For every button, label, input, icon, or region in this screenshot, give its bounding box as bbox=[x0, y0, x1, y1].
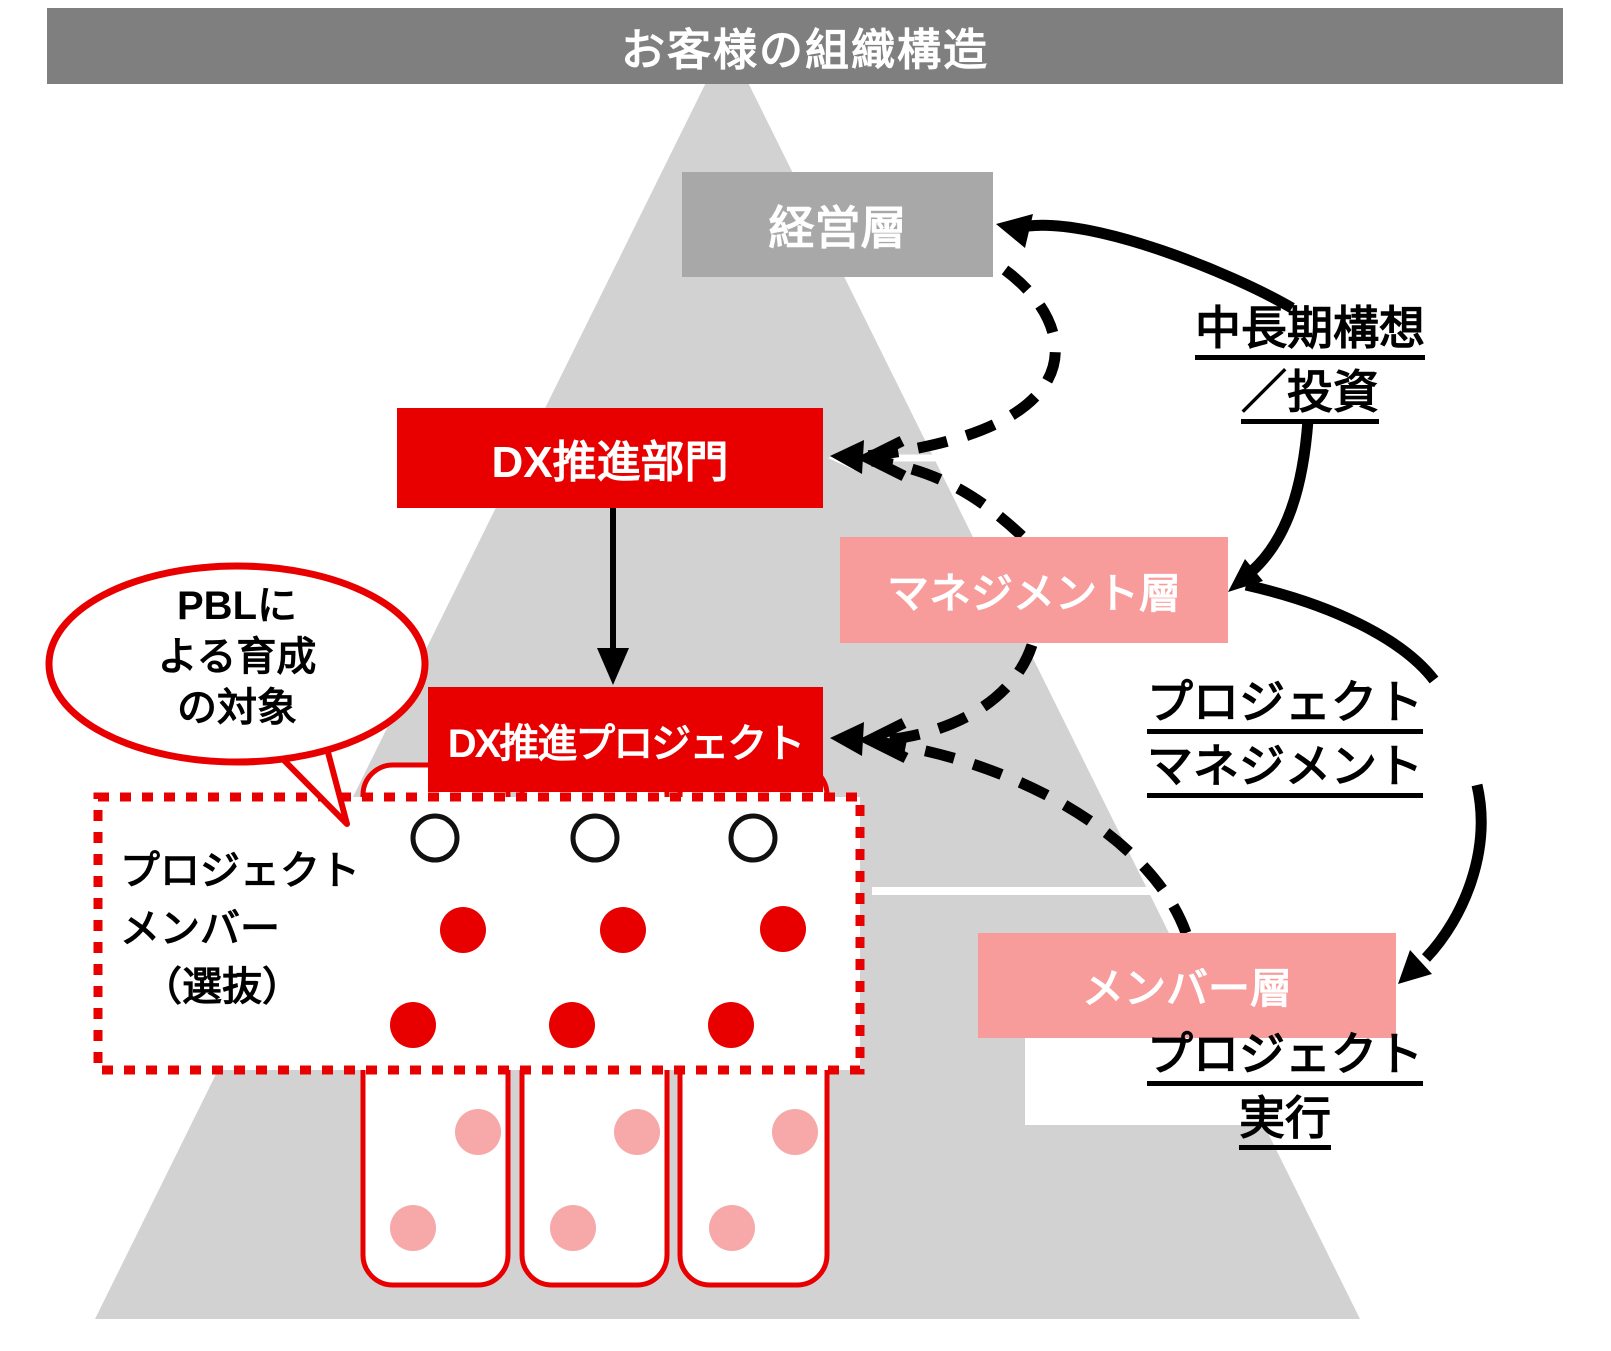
dx-department-box: DX推進部門 bbox=[397, 408, 823, 508]
project-management-line2: マネジメント bbox=[1147, 740, 1423, 798]
red-member-dot bbox=[600, 907, 646, 953]
pink-member-dot bbox=[709, 1205, 755, 1251]
arrow-to-management-curve bbox=[1247, 419, 1314, 577]
arrow-to-executive-curve bbox=[1027, 219, 1295, 313]
red-member-dot bbox=[760, 906, 806, 952]
red-member-dot bbox=[549, 1002, 595, 1048]
management-layer-label: マネジメント層 bbox=[886, 569, 1181, 617]
project-execution-line2: 実行 bbox=[1239, 1092, 1331, 1150]
arrow-to-member-head bbox=[1398, 950, 1432, 984]
red-member-dot bbox=[440, 907, 486, 953]
arrow-to-member-curve bbox=[1421, 783, 1487, 962]
selected-members-caption: プロジェクト メンバー （選抜） bbox=[120, 842, 400, 1016]
arrow-to-executive-head bbox=[996, 214, 1033, 248]
mid-long-term-line2: ／投資 bbox=[1241, 366, 1379, 424]
title-banner: お客様の組織構造 bbox=[47, 8, 1563, 84]
project-management-line1: プロジェクト bbox=[1147, 676, 1423, 734]
dxproject-dashed-arrowhead bbox=[830, 722, 864, 756]
pink-member-dot bbox=[390, 1205, 436, 1251]
selected-members-line1: プロジェクト bbox=[120, 849, 360, 893]
white-member-dot bbox=[570, 813, 620, 863]
project-management-label: プロジェクト マネジメント bbox=[1115, 670, 1455, 798]
executive-layer-box: 経営層 bbox=[682, 172, 993, 277]
dx-project-box: DX推進プロジェクト bbox=[428, 687, 823, 792]
dxdept-dashed-arrowhead bbox=[830, 440, 864, 474]
dxproject-dashed-chevron bbox=[857, 718, 909, 763]
management-layer-box: マネジメント層 bbox=[840, 537, 1228, 643]
red-member-dot bbox=[390, 1002, 436, 1048]
dx-department-label: DX推進部門 bbox=[491, 438, 729, 487]
member-to-dxproject-dashed bbox=[875, 736, 1192, 935]
pbl-bubble-line1: PBLに bbox=[177, 584, 297, 628]
speech-bubble-ellipse bbox=[45, 562, 429, 766]
management-to-dxproject-dashed bbox=[873, 643, 1038, 747]
white-member-dot bbox=[728, 813, 778, 863]
mid-long-term-label: 中長期構想 ／投資 bbox=[1140, 296, 1480, 424]
executive-to-dxdept-dashed bbox=[865, 265, 1061, 462]
selected-members-line3: （選抜） bbox=[142, 965, 302, 1009]
dxdept-dashed-chevron bbox=[855, 436, 907, 481]
title-banner-label: お客様の組織構造 bbox=[621, 26, 989, 75]
project-execution-line1: プロジェクト bbox=[1147, 1028, 1423, 1086]
pink-member-dot bbox=[614, 1109, 660, 1155]
pbl-bubble-line2: よる育成 bbox=[157, 635, 317, 679]
member-layer-label: メンバー層 bbox=[1081, 965, 1292, 1012]
mid-long-term-line1: 中長期構想 bbox=[1195, 302, 1425, 360]
dx-project-label: DX推進プロジェクト bbox=[447, 721, 806, 766]
pink-member-dot bbox=[455, 1109, 501, 1155]
member-layer-box: メンバー層 bbox=[978, 933, 1396, 1038]
executive-layer-label: 経営層 bbox=[768, 201, 907, 254]
project-execution-label: プロジェクト 実行 bbox=[1115, 1022, 1455, 1150]
selected-members-line2: メンバー bbox=[120, 907, 280, 951]
dept-to-project-arrowhead bbox=[597, 648, 629, 685]
pbl-speech-bubble-text: PBLに よる育成 の対象 bbox=[87, 581, 387, 734]
pink-member-dot bbox=[772, 1109, 818, 1155]
management-to-pm-label-curve bbox=[1244, 579, 1439, 684]
red-member-dot bbox=[708, 1002, 754, 1048]
white-member-dot bbox=[410, 813, 460, 863]
pink-member-dot bbox=[550, 1205, 596, 1251]
pbl-bubble-line3: の対象 bbox=[177, 686, 297, 730]
